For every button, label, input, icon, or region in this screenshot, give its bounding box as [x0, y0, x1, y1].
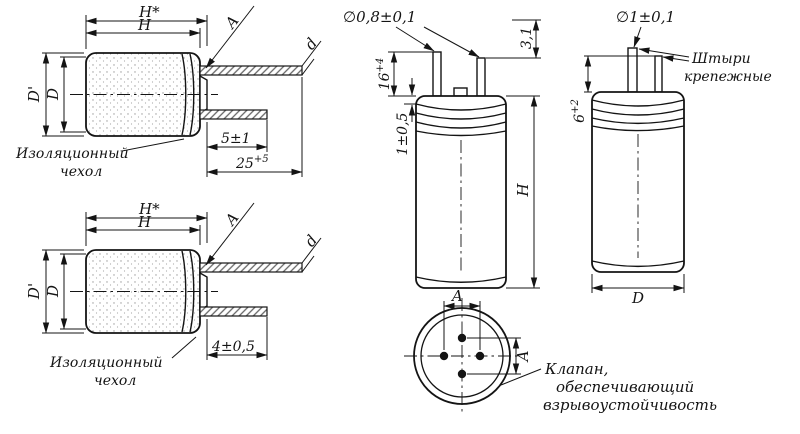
- dim-label-seat: 1±0,5: [395, 112, 411, 155]
- leader-line: [500, 368, 542, 386]
- dim-label-a: A: [220, 12, 242, 33]
- dim-label-d-outer: D': [25, 86, 43, 103]
- dim-label-d-body: D: [44, 285, 62, 298]
- crimp-groove: [181, 250, 187, 333]
- leader-line: [395, 26, 435, 52]
- dimension-lines: [584, 26, 690, 293]
- dim-label-lead-diameter: ∅0,8±0,1: [343, 8, 416, 26]
- note-valve-line1: Клапан,: [544, 360, 608, 378]
- view-horizontal-capacitor-top: H* H D' D A d 5±1 25+5 Изоляционный чехо…: [15, 3, 322, 180]
- crimp-bead: [591, 108, 685, 116]
- lead-top: [199, 262, 303, 273]
- lead-bottom: [199, 109, 268, 120]
- crimp-bead: [415, 112, 507, 120]
- crimp-bead: [415, 130, 507, 137]
- dim-label-a-vertical: A: [514, 350, 532, 363]
- vent-pip: [453, 87, 468, 97]
- lead-dot: [457, 369, 467, 379]
- view-top-circle: A A Клапан, обеспечивающий взрывоустойчи…: [404, 287, 717, 414]
- lead-dot: [439, 351, 449, 361]
- note-valve-line2: обеспечивающий: [556, 378, 694, 396]
- crimp-bead: [591, 99, 685, 107]
- leader-line: [633, 26, 642, 48]
- view-vertical-capacitor-side: ∅1±0,1 Штыри крепежные 6+2 D: [570, 8, 772, 307]
- note-pins-line1: Штыри: [691, 51, 751, 67]
- leader-line: [638, 47, 690, 58]
- view-vertical-capacitor-front: ∅0,8±0,1 3,1 16+4 1±0,5 H: [343, 8, 541, 289]
- leader-line: [423, 26, 480, 58]
- dim-label-h-star: H*: [138, 200, 160, 218]
- crimp-bead: [415, 121, 507, 129]
- end-cap: [199, 271, 208, 312]
- lead-left: [432, 51, 442, 97]
- dim-label-d-outer: D': [25, 283, 43, 300]
- lead-bottom: [199, 306, 268, 317]
- dim-label-h: H: [137, 16, 152, 34]
- dim-label-tip: 3,1: [519, 27, 535, 49]
- dim-line-a-diagonal: [205, 202, 255, 266]
- lead-top: [199, 65, 303, 76]
- crimp-bead: [591, 117, 685, 124]
- dim-label-height: H: [514, 183, 532, 198]
- crimp-groove: [181, 53, 187, 136]
- dim-label-a: A: [220, 209, 242, 230]
- lead-dot: [475, 351, 485, 361]
- mounting-pin-left: [627, 47, 638, 93]
- note-insulation-line1: Изоляционный: [49, 355, 163, 371]
- leader-line: [121, 138, 185, 152]
- dim-label-stub: 4±0,5: [211, 339, 255, 355]
- ext-line-d: [301, 255, 315, 273]
- bottom-rim: [591, 260, 685, 267]
- crimp-bead: [591, 125, 685, 132]
- dimension-lines: [42, 202, 322, 360]
- dim-label-pin-length: 6+2: [570, 99, 588, 123]
- dim-label-d-body: D: [44, 88, 62, 101]
- lead-right: [476, 57, 486, 97]
- note-pins-line2: крепежные: [684, 69, 772, 85]
- dim-label-stub: 5±1: [221, 131, 251, 147]
- dim-label-a-horizontal: A: [450, 287, 463, 305]
- dim-label-d-lead: d: [301, 35, 321, 54]
- bottom-rim: [415, 276, 507, 283]
- mounting-pin-right: [654, 55, 663, 93]
- dim-label-pin-diameter: ∅1±0,1: [616, 8, 675, 26]
- note-insulation-line1: Изоляционный: [15, 146, 129, 162]
- ext-line-d: [301, 58, 315, 76]
- dim-label-h: H: [137, 213, 152, 231]
- ext-line-d: [301, 40, 322, 67]
- dim-label-lead-length: 16+4: [375, 58, 393, 91]
- view-horizontal-capacitor-bottom: H* H D' D A d 4±0,5 Изоляционный чехол: [25, 200, 322, 389]
- note-valve-line3: взрывоустойчивость: [543, 396, 717, 414]
- dim-label-d-lead: d: [301, 232, 321, 251]
- end-cap: [199, 74, 208, 115]
- dimension-lines: [443, 301, 542, 386]
- note-insulation-line2: чехол: [60, 164, 102, 180]
- crimp-bead: [415, 103, 507, 111]
- dim-label-h-star: H*: [138, 3, 160, 21]
- lead-dot: [457, 333, 467, 343]
- leader-line: [171, 336, 197, 359]
- ext-line-d: [301, 237, 322, 264]
- dim-label-diameter: D: [631, 289, 644, 307]
- note-insulation-line2: чехол: [94, 373, 136, 389]
- leader-line: [662, 55, 690, 62]
- dimension-lines: [388, 19, 541, 289]
- dim-label-lead-length: 25+5: [235, 154, 269, 172]
- dim-line-a-diagonal: [205, 5, 255, 69]
- dimension-lines: [42, 5, 322, 177]
